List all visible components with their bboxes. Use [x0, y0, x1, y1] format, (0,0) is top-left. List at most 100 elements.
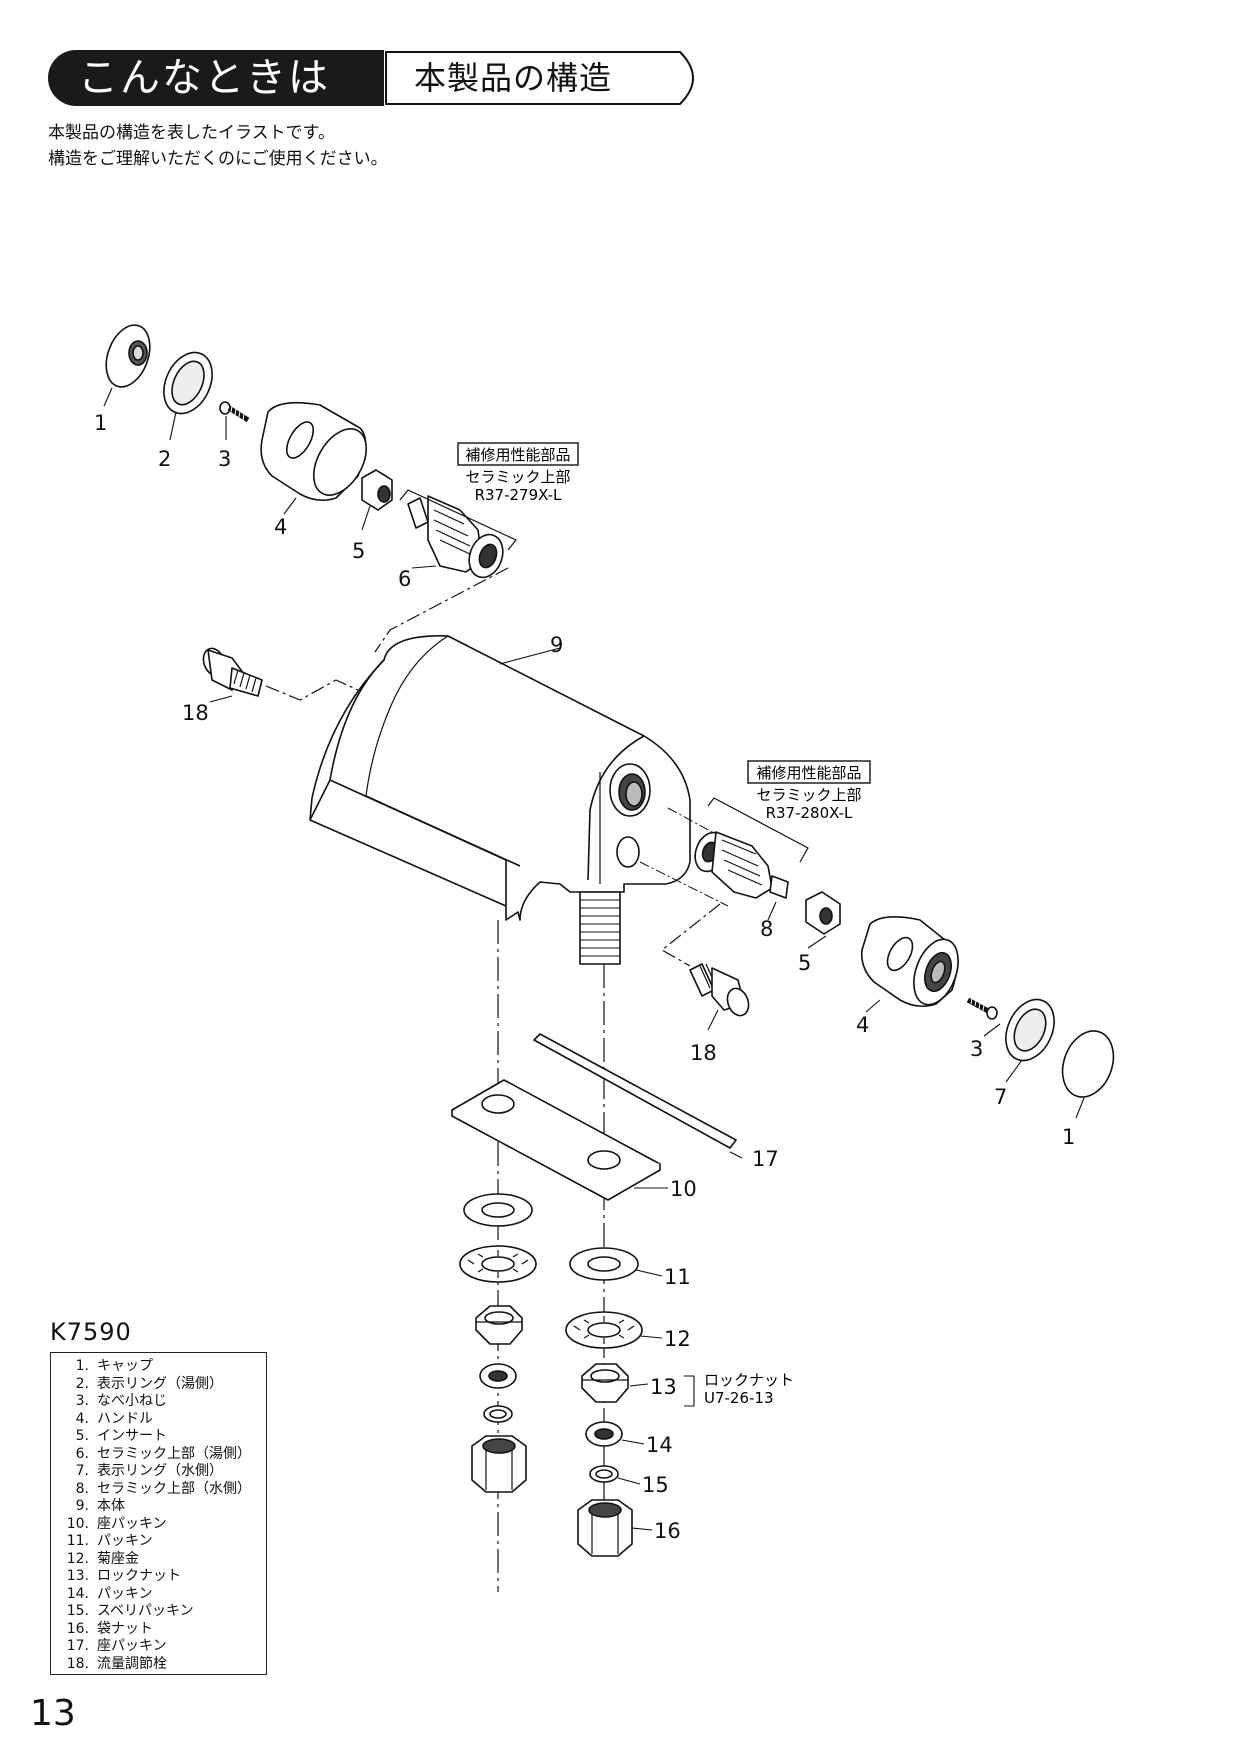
- legend-part-name: スベリパッキン: [97, 1603, 194, 1619]
- legend-row: 11.パッキン: [59, 1533, 266, 1551]
- label-16: 16: [654, 1519, 681, 1543]
- legend-part-name: パッキン: [97, 1585, 153, 1602]
- label-10: 10: [670, 1177, 697, 1201]
- legend-row: 5.インサート: [59, 1428, 266, 1446]
- insert-hot-part: [361, 469, 393, 511]
- label-4-hot: 4: [274, 515, 287, 539]
- indicator-ring-hot-part: [163, 351, 213, 415]
- part-number-labels: 1 2 3 4 5 6 9 18 8 5 4 18 3 7 1 17 10 11…: [94, 411, 1075, 1543]
- handle-hot-part: [260, 401, 368, 502]
- handle-cold-part: [860, 916, 959, 1008]
- legend-row: 16.袋ナット: [59, 1621, 266, 1639]
- label-14: 14: [646, 1433, 673, 1457]
- label-4-cold: 4: [856, 1013, 869, 1037]
- legend-row: 6.セラミック上部（湯側）: [59, 1446, 266, 1464]
- cap-hot-part: [105, 324, 151, 388]
- ceramic-cartridge-hot-part: [407, 495, 504, 579]
- legend-row: 7.表示リング（水側）: [59, 1463, 266, 1481]
- label-6: 6: [398, 567, 411, 591]
- label-1-hot: 1: [94, 411, 107, 435]
- callout-cold-box-label: 補修用性能部品: [756, 764, 861, 782]
- legend-number: 10.: [66, 1515, 89, 1532]
- legend-number: 11.: [66, 1533, 89, 1549]
- cap-nut-left-part: [471, 1435, 527, 1493]
- callout-locknut-code: U7-26-13: [704, 1389, 774, 1407]
- legend-part-name: キャップ: [97, 1358, 153, 1374]
- label-17: 17: [752, 1147, 779, 1171]
- label-15: 15: [642, 1473, 669, 1497]
- callout-hot-cartridge: 補修用性能部品 セラミック上部 R37-279X-L: [457, 442, 579, 504]
- legend-row: 9.本体: [59, 1498, 266, 1516]
- packing-left-part: [463, 1193, 533, 1227]
- packing-right-part: [569, 1247, 639, 1281]
- label-3-hot: 3: [218, 447, 231, 471]
- legend-number: 2.: [75, 1375, 89, 1392]
- legend-number: 3.: [75, 1393, 89, 1409]
- intro-line-1: 本製品の構造を表したイラストです。: [48, 123, 335, 143]
- legend-part-name: 袋ナット: [97, 1620, 153, 1637]
- packing-small-left-part: [479, 1363, 517, 1389]
- legend-number: 17.: [66, 1638, 89, 1654]
- intro-line-2: 構造をご理解いただくのにご使用ください。: [48, 149, 388, 169]
- legend-number: 14.: [66, 1585, 89, 1602]
- legend-row: 8.セラミック上部（水側）: [59, 1481, 266, 1499]
- insert-cold-part: [805, 891, 841, 935]
- legend-row: 12.菊座金: [59, 1551, 266, 1569]
- legend-part-name: 表示リング（湯側）: [97, 1375, 223, 1392]
- label-2: 2: [158, 447, 171, 471]
- legend-number: 12.: [66, 1550, 89, 1567]
- legend-part-name: なべ小ねじ: [97, 1393, 167, 1409]
- legend-row: 13. ロックナット: [59, 1568, 266, 1586]
- callout-hot-box-frame: [457, 442, 579, 466]
- flow-regulator-left-part: [202, 647, 263, 697]
- legend-row: 3. なべ小ねじ: [59, 1393, 266, 1411]
- legend-part-name: ロックナット: [97, 1568, 181, 1584]
- slip-packing-right-part: [589, 1465, 619, 1483]
- section-label: こんなときは: [48, 50, 384, 106]
- locknut-left-part: [475, 1305, 523, 1345]
- label-13: 13: [650, 1375, 677, 1399]
- callout-hot-box-label: 補修用性能部品: [465, 446, 570, 464]
- base-gasket-part: [451, 1079, 661, 1201]
- callout-cold-part-code: R37-280X-L: [766, 804, 853, 822]
- screw-hot-part: [219, 401, 250, 423]
- washer-right-part: [565, 1311, 643, 1349]
- legend-row: 1. キャップ: [59, 1358, 266, 1376]
- label-3-cold: 3: [970, 1037, 983, 1061]
- intro-text: 本製品の構造を表したイラストです。 構造をご理解いただくのにご使用ください。: [48, 120, 388, 172]
- legend-number: 18.: [66, 1655, 89, 1672]
- callout-cold-box-frame: [747, 760, 871, 784]
- legend-number: 1.: [75, 1358, 89, 1374]
- callout-locknut-name: ロックナット: [704, 1371, 794, 1389]
- flow-regulator-right-part: [689, 963, 750, 1017]
- callout-cold-cartridge: 補修用性能部品 セラミック上部 R37-280X-L: [747, 760, 871, 822]
- washer-left-part: [459, 1245, 537, 1283]
- body-part: [309, 635, 691, 965]
- label-9: 9: [550, 633, 563, 657]
- legend-number: 4.: [75, 1410, 89, 1427]
- locknut-right-part: [581, 1363, 629, 1403]
- model-number: K7590: [50, 1318, 132, 1346]
- legend-number: 9.: [75, 1498, 89, 1514]
- label-18-left: 18: [182, 701, 209, 725]
- legend-part-name: 座パッキン: [97, 1638, 167, 1654]
- legend-number: 13.: [66, 1568, 89, 1584]
- page-number: 13: [30, 1693, 76, 1734]
- label-18-right: 18: [690, 1041, 717, 1065]
- callout-hot-part-name: セラミック上部: [465, 468, 570, 486]
- label-11: 11: [664, 1265, 691, 1289]
- legend-row: 17. 座パッキン: [59, 1638, 266, 1656]
- label-12: 12: [664, 1327, 691, 1351]
- legend-row: 4.ハンドル: [59, 1411, 266, 1429]
- legend-part-name: 流量調節栓: [97, 1655, 167, 1672]
- label-5-cold: 5: [798, 951, 811, 975]
- page-title: 本製品の構造: [414, 59, 613, 97]
- ceramic-cartridge-cold-part: [694, 831, 789, 899]
- label-8: 8: [760, 917, 773, 941]
- legend-row: 18. 流量調節栓: [59, 1656, 266, 1674]
- legend-part-name: セラミック上部（水側）: [97, 1480, 251, 1497]
- legend-number: 5.: [75, 1428, 89, 1444]
- legend-row: 10. 座パッキン: [59, 1516, 266, 1534]
- legend-part-name: 座パッキン: [97, 1515, 167, 1532]
